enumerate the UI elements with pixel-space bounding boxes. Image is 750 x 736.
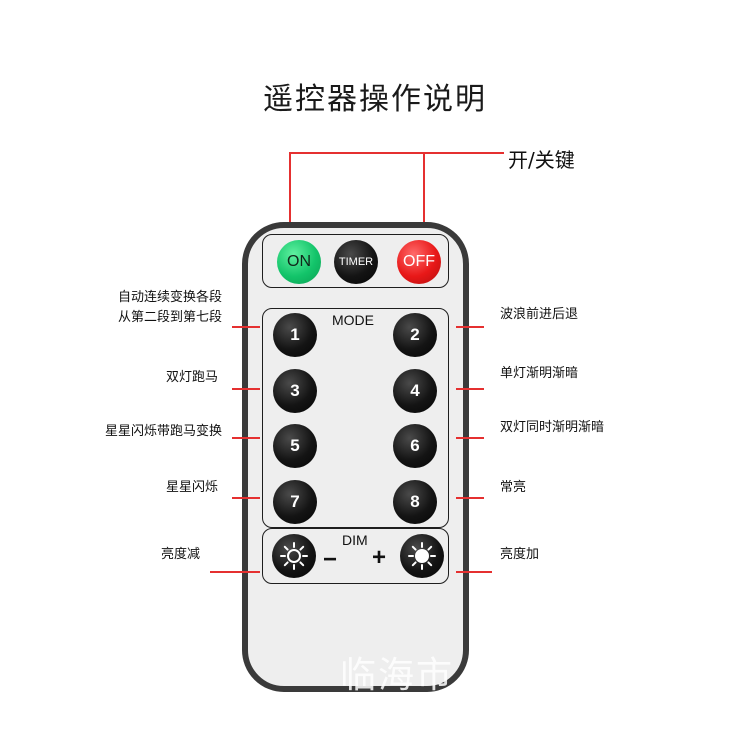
label-button-1-line2: 从第二段到第七段	[118, 308, 222, 328]
off-button[interactable]: OFF	[397, 240, 441, 284]
callout-line-button-3	[232, 388, 260, 390]
label-button-6: 双灯同时渐明渐暗	[500, 418, 604, 438]
callout-line-button-4	[456, 388, 484, 390]
mode-button-1[interactable]: 1	[273, 313, 317, 357]
remote-control-body: ON TIMER OFF MODE 1 2 3 4 5 6 7 8 DIM − …	[242, 222, 469, 692]
label-button-5: 星星闪烁带跑马变换	[105, 422, 222, 442]
callout-line-button-8	[456, 497, 484, 499]
label-button-4: 单灯渐明渐暗	[500, 364, 578, 384]
brightness-up-button[interactable]	[400, 534, 444, 578]
sun-filled-icon	[407, 541, 437, 571]
mode-button-4[interactable]: 4	[393, 369, 437, 413]
power-key-label: 开/关键	[508, 144, 575, 173]
timer-button[interactable]: TIMER	[334, 240, 378, 284]
callout-line-button-6	[456, 437, 484, 439]
callout-line-button-7	[232, 497, 260, 499]
sun-outline-icon	[279, 541, 309, 571]
mode-button-7[interactable]: 7	[273, 480, 317, 524]
callout-line-button-5	[232, 437, 260, 439]
callout-line-on-vertical	[289, 152, 291, 232]
callout-line-off-vertical	[423, 152, 425, 232]
callout-line-button-2	[456, 326, 484, 328]
mode-button-3[interactable]: 3	[273, 369, 317, 413]
dim-plus-sign: +	[372, 544, 386, 572]
watermark: 临海市	[340, 646, 454, 698]
dim-minus-sign: −	[323, 546, 337, 574]
brightness-down-button[interactable]	[272, 534, 316, 578]
callout-line-button-1	[232, 326, 260, 328]
label-button-8: 常亮	[500, 478, 526, 498]
mode-button-5[interactable]: 5	[273, 424, 317, 468]
label-brightness-down: 亮度减	[161, 545, 200, 565]
mode-button-2[interactable]: 2	[393, 313, 437, 357]
page-title: 遥控器操作说明	[0, 74, 750, 118]
label-button-1-line1: 自动连续变换各段	[118, 288, 222, 308]
callout-line-power-horizontal	[290, 152, 504, 154]
mode-button-6[interactable]: 6	[393, 424, 437, 468]
dim-label: DIM	[342, 532, 368, 548]
callout-line-brightness-down	[210, 571, 260, 573]
label-button-7: 星星闪烁	[166, 478, 218, 498]
callout-line-brightness-up	[456, 571, 492, 573]
label-brightness-up: 亮度加	[500, 545, 539, 565]
mode-label: MODE	[332, 312, 374, 328]
label-button-3: 双灯跑马	[166, 368, 218, 388]
mode-button-8[interactable]: 8	[393, 480, 437, 524]
label-button-2: 波浪前进后退	[500, 305, 578, 325]
on-button[interactable]: ON	[277, 240, 321, 284]
